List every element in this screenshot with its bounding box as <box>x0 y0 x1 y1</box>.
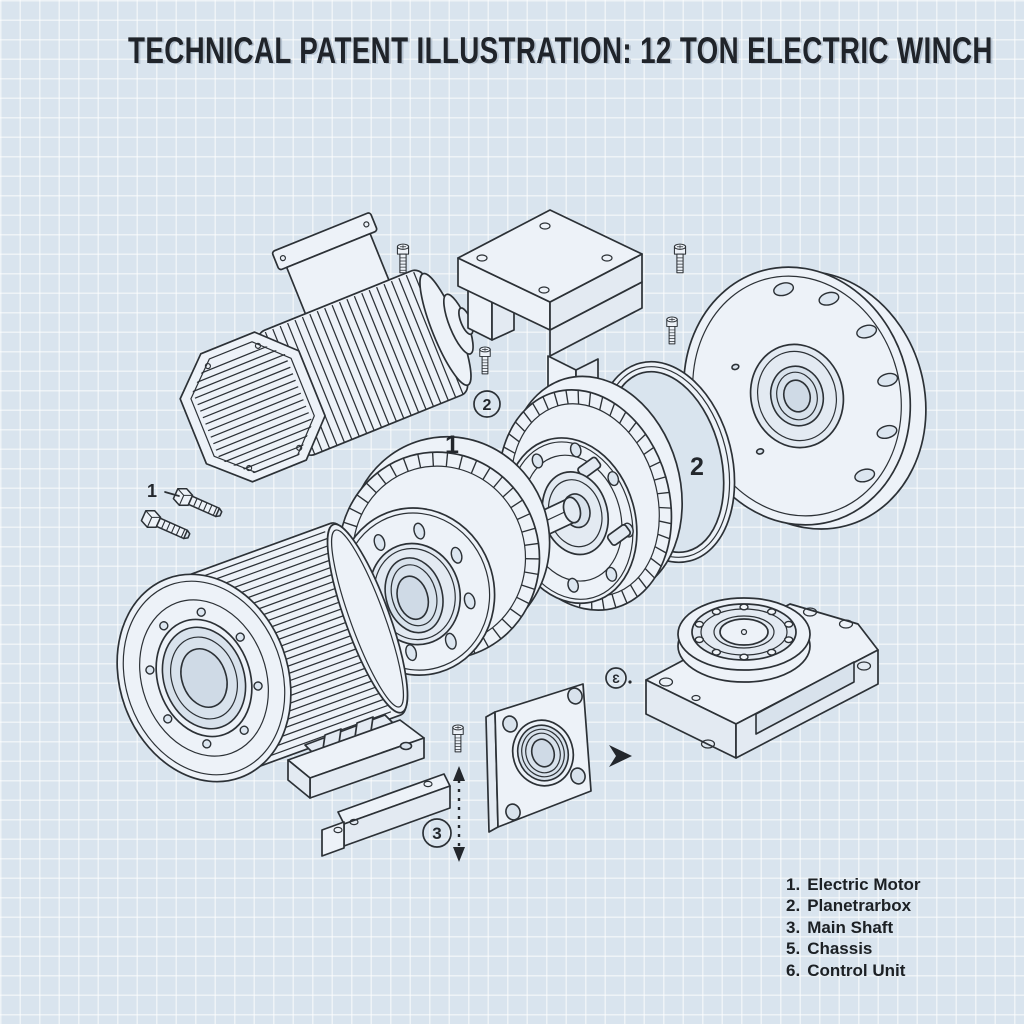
threaded-bore <box>511 719 575 787</box>
bolt-top-left <box>396 243 410 274</box>
adapter-plate <box>485 683 592 833</box>
hex-bolt-upper <box>171 484 226 523</box>
flange-bolt-holes <box>773 282 899 483</box>
svg-text:3: 3 <box>432 824 441 843</box>
end-flange <box>682 266 927 530</box>
electric-motor <box>179 212 474 484</box>
mounting-bracket-bar <box>321 773 451 857</box>
bolt-bottom <box>452 724 464 753</box>
chassis <box>645 597 879 759</box>
legend-item-planetrarbox: 2. Planetrarbox <box>786 896 912 916</box>
callout-ring-flange: 2 <box>690 453 704 481</box>
hex-bolt-lower <box>139 506 194 545</box>
control-unit-cover <box>457 209 643 413</box>
legend-item-main-shaft: 3. Main Shaft <box>786 917 894 937</box>
callout-drive-gear: 1 <box>445 431 459 459</box>
circled-callout-gearbox: 2 <box>473 390 501 418</box>
legend-item-chassis: 5. Chassis <box>786 939 873 959</box>
drum-mounting-foot <box>287 714 425 799</box>
callout-leader-line <box>164 491 180 497</box>
cover-top-face <box>457 209 643 303</box>
shaft-end <box>562 496 582 524</box>
bearing-balls <box>694 603 794 661</box>
bolt-mid-right <box>666 316 678 345</box>
legend-item-control-unit: 6. Control Unit <box>786 960 906 980</box>
svg-text:2: 2 <box>483 397 492 414</box>
winch-drum-housing <box>116 522 409 783</box>
circled-callout-main-shaft: 3 <box>422 818 452 848</box>
page-title: TECHNICAL PATENT ILLUSTRATION: 12 TON EL… <box>128 30 993 71</box>
chassis-pocket <box>755 661 855 735</box>
bolt-top-right <box>673 243 687 274</box>
circled-callout-chassis: Ɛ <box>605 667 632 689</box>
callout-bolt-group: 1 <box>147 481 157 501</box>
svg-text:Ɛ: Ɛ <box>612 672 620 686</box>
drive-gear <box>336 435 551 676</box>
dashed-double-arrow-icon <box>453 766 465 862</box>
bolt-mid-left <box>479 346 491 375</box>
parts-legend: 1. Electric Motor 2. Planetrarbox 3. Mai… <box>786 874 921 981</box>
direction-arrow-icon <box>609 745 632 767</box>
legend-item-electric-motor: 1. Electric Motor <box>786 875 921 894</box>
motor-fan-cover <box>179 331 326 483</box>
drum-face-bolt-holes <box>145 607 263 749</box>
